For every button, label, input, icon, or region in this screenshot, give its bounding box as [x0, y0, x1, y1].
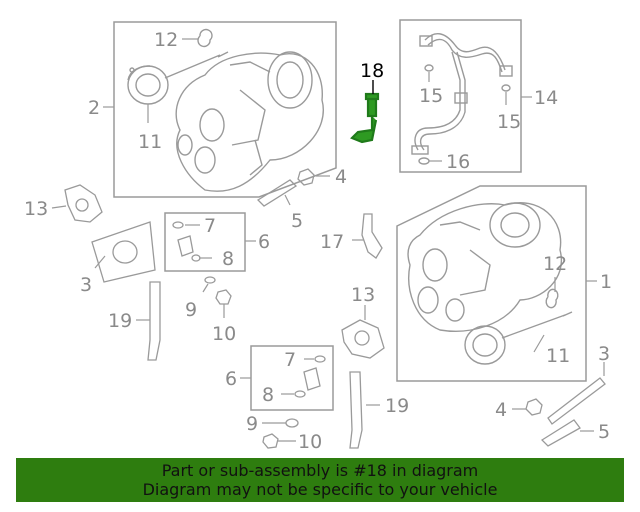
- callout-12: 12: [543, 253, 567, 275]
- callout-17: 17: [320, 231, 344, 253]
- callout-10: 10: [212, 323, 236, 345]
- group-box-1: [396, 185, 587, 382]
- banner-line-2: Diagram may not be specific to your vehi…: [142, 480, 498, 499]
- callout-3: 3: [598, 343, 610, 365]
- callout-2: 2: [88, 97, 100, 119]
- callout-11: 11: [546, 345, 570, 367]
- banner-line-1: Part or sub-assembly is #18 in diagram: [161, 461, 479, 480]
- callout-4: 4: [495, 399, 507, 421]
- callout-19: 19: [108, 310, 132, 332]
- callout-9: 9: [185, 299, 197, 321]
- callout-7: 7: [284, 349, 296, 371]
- group-box-14: [399, 19, 522, 173]
- oil-lines: [411, 33, 513, 165]
- callout-7: 7: [204, 215, 216, 237]
- callout-18: 18: [360, 60, 384, 82]
- leader-lines: [51, 38, 605, 442]
- callout-9: 9: [246, 413, 258, 435]
- callout-5: 5: [598, 421, 610, 443]
- group-box-2: [113, 21, 337, 198]
- callout-14: 14: [534, 87, 558, 109]
- info-banner: Part or sub-assembly is #18 in diagram D…: [16, 458, 624, 502]
- callout-10: 10: [298, 431, 322, 453]
- callout-1: 1: [600, 271, 612, 293]
- turbocharger-upper: [127, 28, 324, 192]
- callout-5: 5: [291, 210, 303, 232]
- small-parts: [64, 168, 606, 449]
- callout-15: 15: [419, 85, 443, 107]
- callout-15: 15: [497, 111, 521, 133]
- part-18-highlighted[interactable]: [350, 92, 380, 144]
- callout-6: 6: [225, 368, 237, 390]
- callout-3: 3: [80, 274, 92, 296]
- turbocharger-right: [407, 202, 573, 365]
- callout-11: 11: [138, 131, 162, 153]
- callout-8: 8: [222, 248, 234, 270]
- callout-13: 13: [24, 198, 48, 220]
- callout-6: 6: [258, 231, 270, 253]
- callout-8: 8: [262, 384, 274, 406]
- callout-16: 16: [446, 151, 470, 173]
- callout-13: 13: [351, 284, 375, 306]
- group-box-6-upper: [164, 212, 246, 272]
- callout-19: 19: [385, 395, 409, 417]
- callout-4: 4: [335, 166, 347, 188]
- callout-12: 12: [154, 29, 178, 51]
